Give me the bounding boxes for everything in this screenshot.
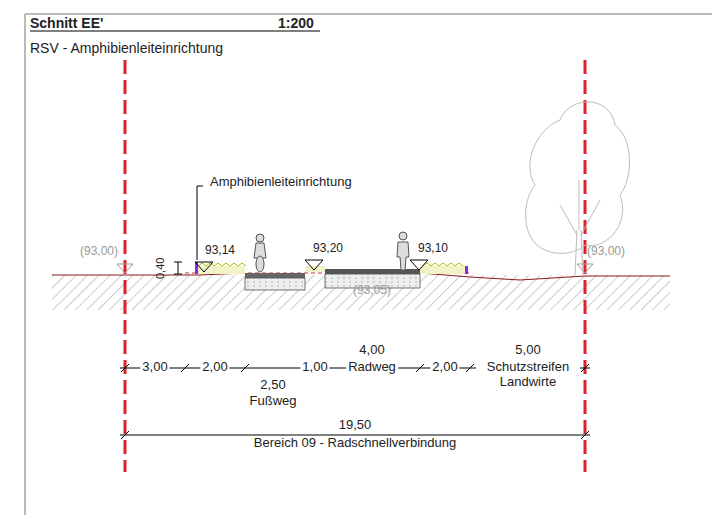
dimension-label: 19,50	[339, 418, 372, 433]
dimension-label: 2,50	[260, 378, 285, 393]
elevation-label: (93,00)	[587, 245, 625, 259]
elevation-label: 93,14	[205, 244, 235, 258]
strip-name: Schutzstreifen Landwirte	[476, 360, 580, 390]
dimension-label: 0,40	[154, 258, 167, 279]
path-name: Fußweg	[250, 394, 297, 409]
path-name: Radweg	[346, 360, 398, 375]
dimension-label: 5,00	[515, 343, 540, 358]
dimension-label: 4,00	[359, 343, 384, 358]
dimension-label: 2,00	[200, 360, 229, 375]
callout-label: Amphibienleiteinrichtung	[210, 175, 352, 190]
dimension-label: 2,00	[430, 360, 459, 375]
elevation-label: 93,20	[313, 242, 343, 256]
scale-label: 1:200	[278, 15, 314, 31]
elevation-label: 93,10	[418, 242, 448, 256]
elevation-label: (93,00)	[80, 245, 118, 259]
elevation-label: (93,05)	[353, 284, 391, 298]
area-name: Bereich 09 - Radschnellverbindung	[254, 436, 456, 451]
subtitle: RSV - Amphibienleiteinrichtung	[30, 40, 223, 56]
drawing-title: Schnitt EE'	[30, 15, 103, 31]
dimension-label: 1,00	[300, 360, 329, 375]
dimension-label: 3,00	[140, 360, 169, 375]
